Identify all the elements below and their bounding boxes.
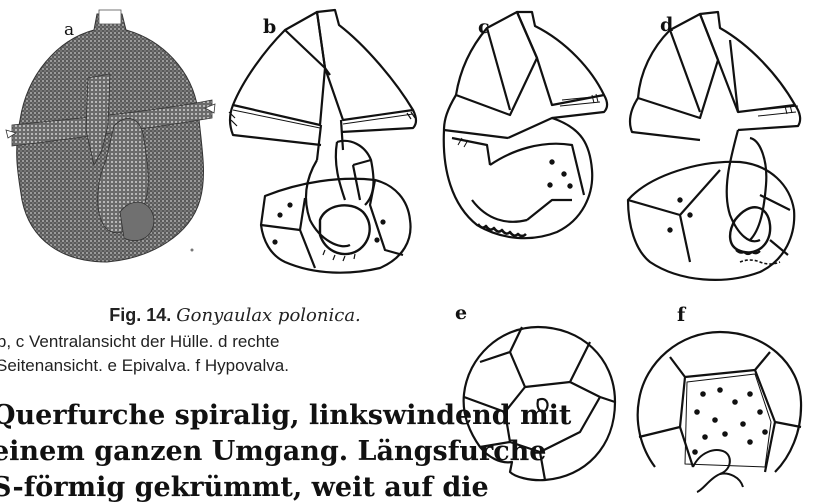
panel-d-label: d [660,16,673,35]
species-name: Gonyaulax polonica. [176,305,361,326]
panel-f-illustration [625,302,813,493]
panel-c: c [432,0,612,280]
panel-f: f [625,302,813,493]
panel-a-label: a [64,22,74,39]
panel-c-illustration [432,0,612,280]
panel-c-label: c [478,18,490,37]
figure-caption-line1: Fig. 14. Gonyaulax polonica. [0,305,470,326]
panel-b-label: b [263,18,276,37]
figure-caption-line2: a, b, c Ventralansicht der Hülle. d rech… [0,332,448,352]
body-text-line2: einem ganzen Umgang. Längsfurche [0,438,462,465]
panel-b: b [225,0,425,290]
panel-f-label: f [677,306,685,325]
panel-a: a [2,0,217,275]
panel-a-illustration [2,0,217,275]
panel-b-illustration [225,0,425,290]
body-text-line3: S-förmig gekrümmt, weit auf die [0,474,462,501]
figure-number: Fig. 14. [109,305,171,325]
figure-caption-line3: Seitenansicht. e Epivalva. f Hypovalva. [0,356,466,376]
body-text-line1: Querfurche spiralig, linkswindend mit [0,402,462,429]
panel-d-illustration [610,0,813,295]
panel-d: d [610,0,813,295]
